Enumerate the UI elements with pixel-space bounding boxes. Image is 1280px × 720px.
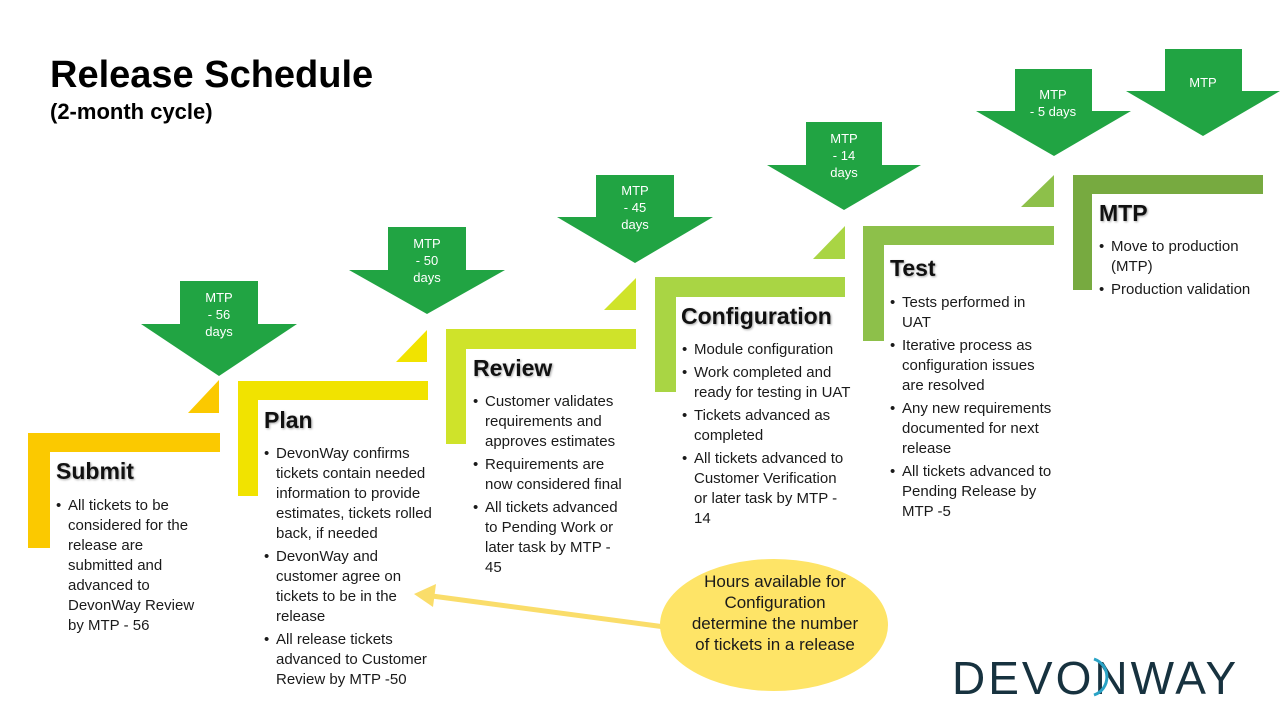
connector-triangle [396,330,427,362]
logo-accent-arc [1093,657,1109,697]
connector-triangle [604,278,636,310]
page-subtitle: (2-month cycle) [50,99,213,124]
stage-bracket-plan [238,381,428,496]
stage-title-plan: Plan [264,407,313,433]
devonway-logo: DEVONWAY [952,652,1236,702]
stage-bracket-review [446,329,636,444]
stage-bullets-submit: All tickets to be considered for the rel… [56,496,206,639]
stage-bullet: All tickets advanced to Pending Work or … [473,498,628,578]
stage-bracket-configuration [655,277,845,392]
stage-title-submit: Submit [56,458,134,484]
stage-bullet: Move to production (MTP) [1099,237,1264,277]
milestone-label-mtp: MTP [1189,75,1217,90]
stage-bullet: All tickets advanced to Customer Verific… [682,449,854,529]
milestone-arrow-5 [976,69,1131,156]
stage-bullets-configuration: Module configuration Work completed and … [682,340,854,532]
stage-bullet: Any new requirements documented for next… [890,399,1055,459]
stage-bracket-mtp [1073,175,1263,290]
milestone-arrow-50 [349,227,505,314]
stage-bullet: All tickets to be considered for the rel… [56,496,206,636]
stage-bullet: Production validation [1099,280,1264,300]
stage-bullet: Tests performed in UAT [890,293,1055,333]
stage-title-test: Test [890,255,936,281]
stage-bullets-mtp: Move to production (MTP) Production vali… [1099,237,1264,303]
milestone-arrow-56 [141,281,297,376]
milestone-arrow-14 [767,122,921,210]
connector-triangle [188,380,219,413]
connector-triangle [813,226,845,259]
stage-bracket-test [863,226,1054,341]
stage-bullet: Work completed and ready for testing in … [682,363,854,403]
callout-bubble [660,559,888,691]
page-title: Release Schedule [50,54,374,96]
milestone-label-14: MTP - 14 days [830,131,858,180]
milestone-label-50: MTP - 50 days [413,236,441,285]
stage-bullet: Customer validates requirements and appr… [473,392,628,452]
stage-bullet: Module configuration [682,340,854,360]
stage-bullet: All release tickets advanced to Customer… [264,630,432,690]
stage-bullet: Tickets advanced as completed [682,406,854,446]
stage-bullet: Iterative process as configuration issue… [890,336,1055,396]
stage-bullets-plan: DevonWay confirms tickets contain needed… [264,444,432,693]
stage-title-configuration: Configuration [681,303,832,329]
milestone-label-5: MTP - 5 days [1029,87,1077,119]
stage-title-review: Review [473,355,553,381]
callout-pointer-line [431,593,666,630]
stage-bracket-submit [28,433,220,548]
milestone-label-45: MTP - 45 days [621,183,649,232]
callout-text: Hours available for Configuration determ… [691,572,859,654]
stage-bullet: All tickets advanced to Pending Release … [890,462,1055,522]
stage-bullet: Requirements are now considered final [473,455,628,495]
stage-bullet: DevonWay and customer agree on tickets t… [264,547,432,627]
connector-triangle [1021,175,1054,207]
stage-title-mtp: MTP [1099,200,1148,226]
stage-bullets-review: Customer validates requirements and appr… [473,392,628,581]
stage-bullets-test: Tests performed in UAT Iterative process… [890,293,1055,525]
milestone-label-56: MTP - 56 days [205,290,233,339]
stage-bullet: DevonWay confirms tickets contain needed… [264,444,432,544]
milestone-arrow-45 [557,175,713,263]
milestone-arrow-mtp [1126,49,1280,136]
